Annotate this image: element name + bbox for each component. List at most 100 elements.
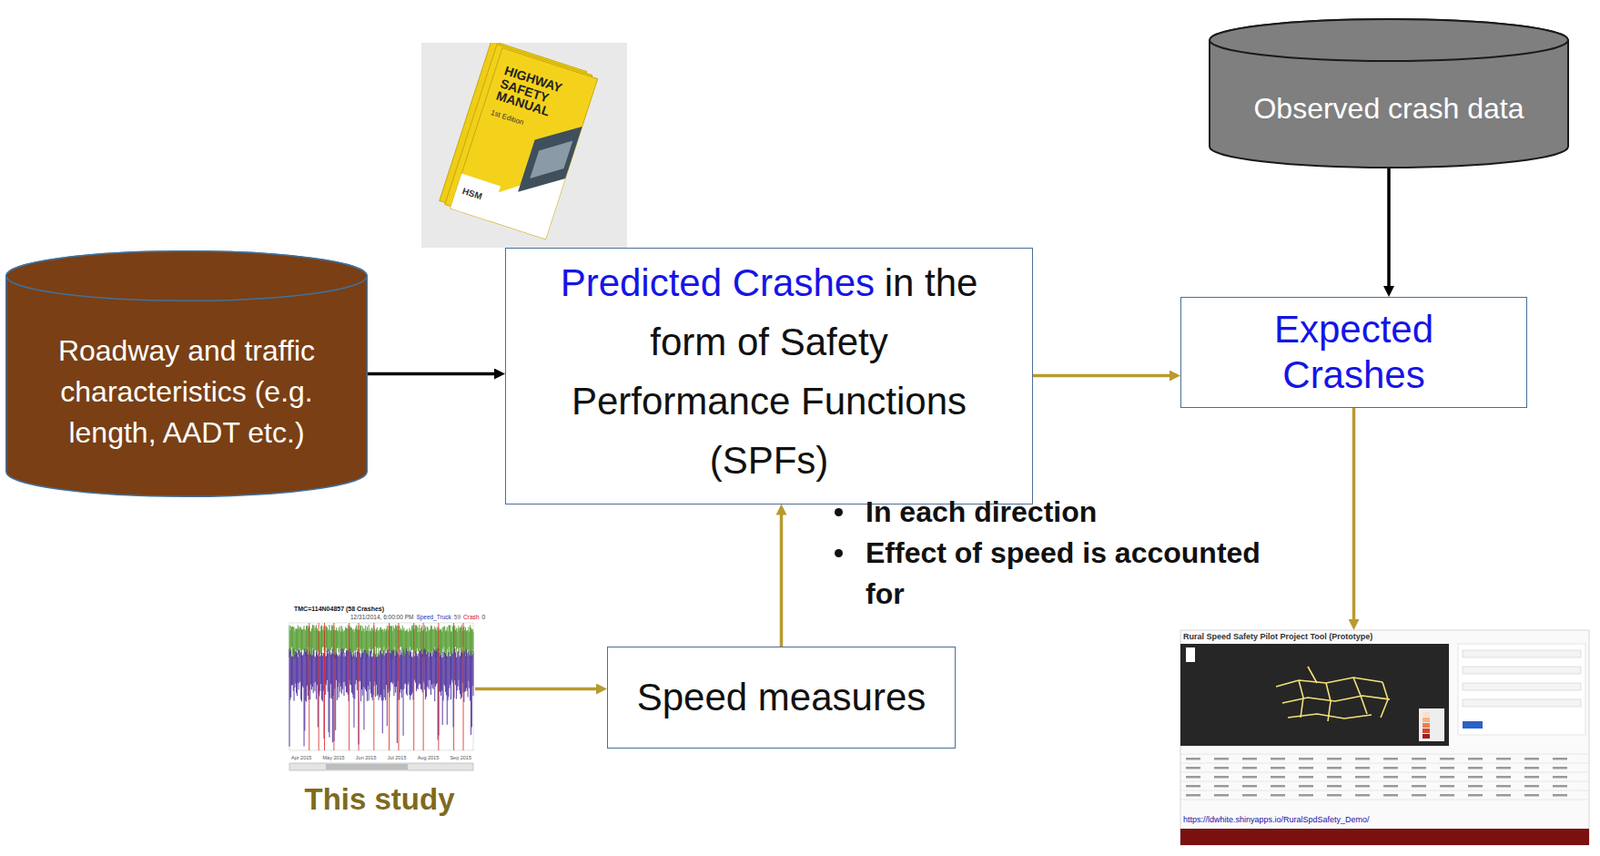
speed-trace: [374, 630, 376, 647]
label-text: Speed_Truck: [415, 613, 451, 620]
speed-trace: [320, 654, 322, 684]
form-field: [1462, 698, 1581, 707]
speed-trace: [385, 652, 387, 685]
table-cell: [1411, 757, 1427, 760]
table-cell: [1326, 766, 1342, 770]
speed-trace: [420, 648, 422, 689]
speed-trace: [376, 627, 378, 649]
speed-trace: [414, 656, 416, 680]
table-cell: [1439, 784, 1455, 788]
speed-trace: [350, 651, 352, 686]
speed-trace: [352, 656, 354, 694]
speed-trace: [384, 627, 385, 653]
table-cell: [1383, 766, 1398, 770]
speed-trace: [409, 629, 411, 647]
speed-trace: [414, 628, 416, 654]
study-label: This study: [265, 780, 494, 818]
speed-trace: [431, 625, 433, 651]
book-cover-white: [450, 173, 501, 222]
label-text: 12/31/2014, 6:00:00 PM: [350, 613, 414, 620]
speed-trace: [293, 626, 294, 654]
speed-trace: [317, 655, 319, 728]
table-cell: [1242, 757, 1257, 760]
speed-trace: [451, 631, 453, 653]
speed-trace: [289, 648, 291, 747]
table-cell: [1326, 775, 1342, 779]
speed-trace: [443, 626, 445, 651]
speed-trace: [301, 628, 303, 658]
speed-trace: [380, 649, 382, 695]
speed-trace: [341, 651, 343, 694]
table-cell: [1214, 784, 1229, 788]
speed-trace: [433, 648, 435, 684]
speed-trace: [400, 654, 402, 689]
speed-trace: [361, 653, 363, 689]
speed-trace: [344, 626, 346, 648]
text-block: Speed measures: [617, 674, 946, 720]
speed-trace: [340, 648, 342, 687]
speed-trace: [384, 630, 386, 651]
speed-trace: [463, 654, 465, 702]
speed-trace: [384, 652, 386, 700]
speed-trace: [305, 651, 307, 701]
label-item: Aug 2015: [417, 754, 440, 761]
speed-trace: [391, 626, 393, 651]
label-item: Apr 2015: [291, 754, 312, 761]
speed-trace: [313, 625, 315, 650]
speed-trace: [471, 628, 473, 658]
flow-arrow: [475, 687, 598, 691]
node-text: Expected Crashes: [1217, 306, 1491, 398]
speed-trace: [425, 648, 426, 699]
speed-trace: [409, 650, 411, 699]
speed-trace: [327, 653, 329, 691]
speed-trace: [351, 654, 353, 692]
speed-trace: [323, 626, 325, 647]
speed-trace: [425, 631, 427, 652]
speed-trace: [389, 626, 391, 651]
speed-trace: [450, 656, 452, 699]
speed-trace: [368, 630, 370, 648]
flow-arrow: [1032, 374, 1172, 378]
speed-trace: [316, 653, 318, 685]
label-text: 59: [454, 613, 461, 620]
speed-trace: [410, 651, 412, 696]
speed-trace: [338, 629, 340, 658]
speed-trace: [344, 651, 345, 681]
legend-ramp: [1422, 711, 1430, 717]
speed-trace: [355, 625, 357, 650]
speed-trace: [340, 631, 342, 651]
speed-trace: [396, 625, 398, 656]
speed-trace: [356, 651, 358, 690]
speed-trace: [364, 625, 366, 651]
speed-trace: [440, 628, 442, 657]
map-road: [1275, 677, 1383, 687]
speed-trace: [412, 657, 414, 692]
speed-trace: [457, 650, 459, 680]
speed-trace: [445, 655, 447, 695]
speed-trace: [302, 629, 304, 649]
speed-trace: [383, 649, 385, 689]
speed-trace: [298, 627, 300, 648]
speed-trace: [311, 627, 313, 656]
speed-trace: [368, 624, 370, 656]
speed-trace: [390, 653, 392, 683]
speed-trace: [394, 655, 395, 687]
speed-trace: [449, 655, 451, 685]
table-cell: [1185, 784, 1201, 788]
speed-trace: [293, 656, 294, 691]
speed-trace: [301, 654, 303, 701]
table-cell: [1468, 766, 1483, 770]
speed-trace: [402, 625, 404, 649]
speed-trace: [328, 648, 330, 732]
speed-trace: [431, 656, 433, 685]
table-row: [1180, 771, 1590, 773]
range-thumb: [325, 763, 408, 770]
speed-trace: [441, 657, 443, 690]
table-cell: [1242, 793, 1257, 797]
label-item: Jun 2015: [355, 754, 377, 761]
speed-trace: [346, 650, 348, 693]
speed-trace: [397, 651, 399, 681]
table-row: [1180, 780, 1590, 782]
node-text: Roadway and traffic characteristics (e.g…: [40, 330, 333, 454]
speed-trace: [468, 631, 470, 654]
